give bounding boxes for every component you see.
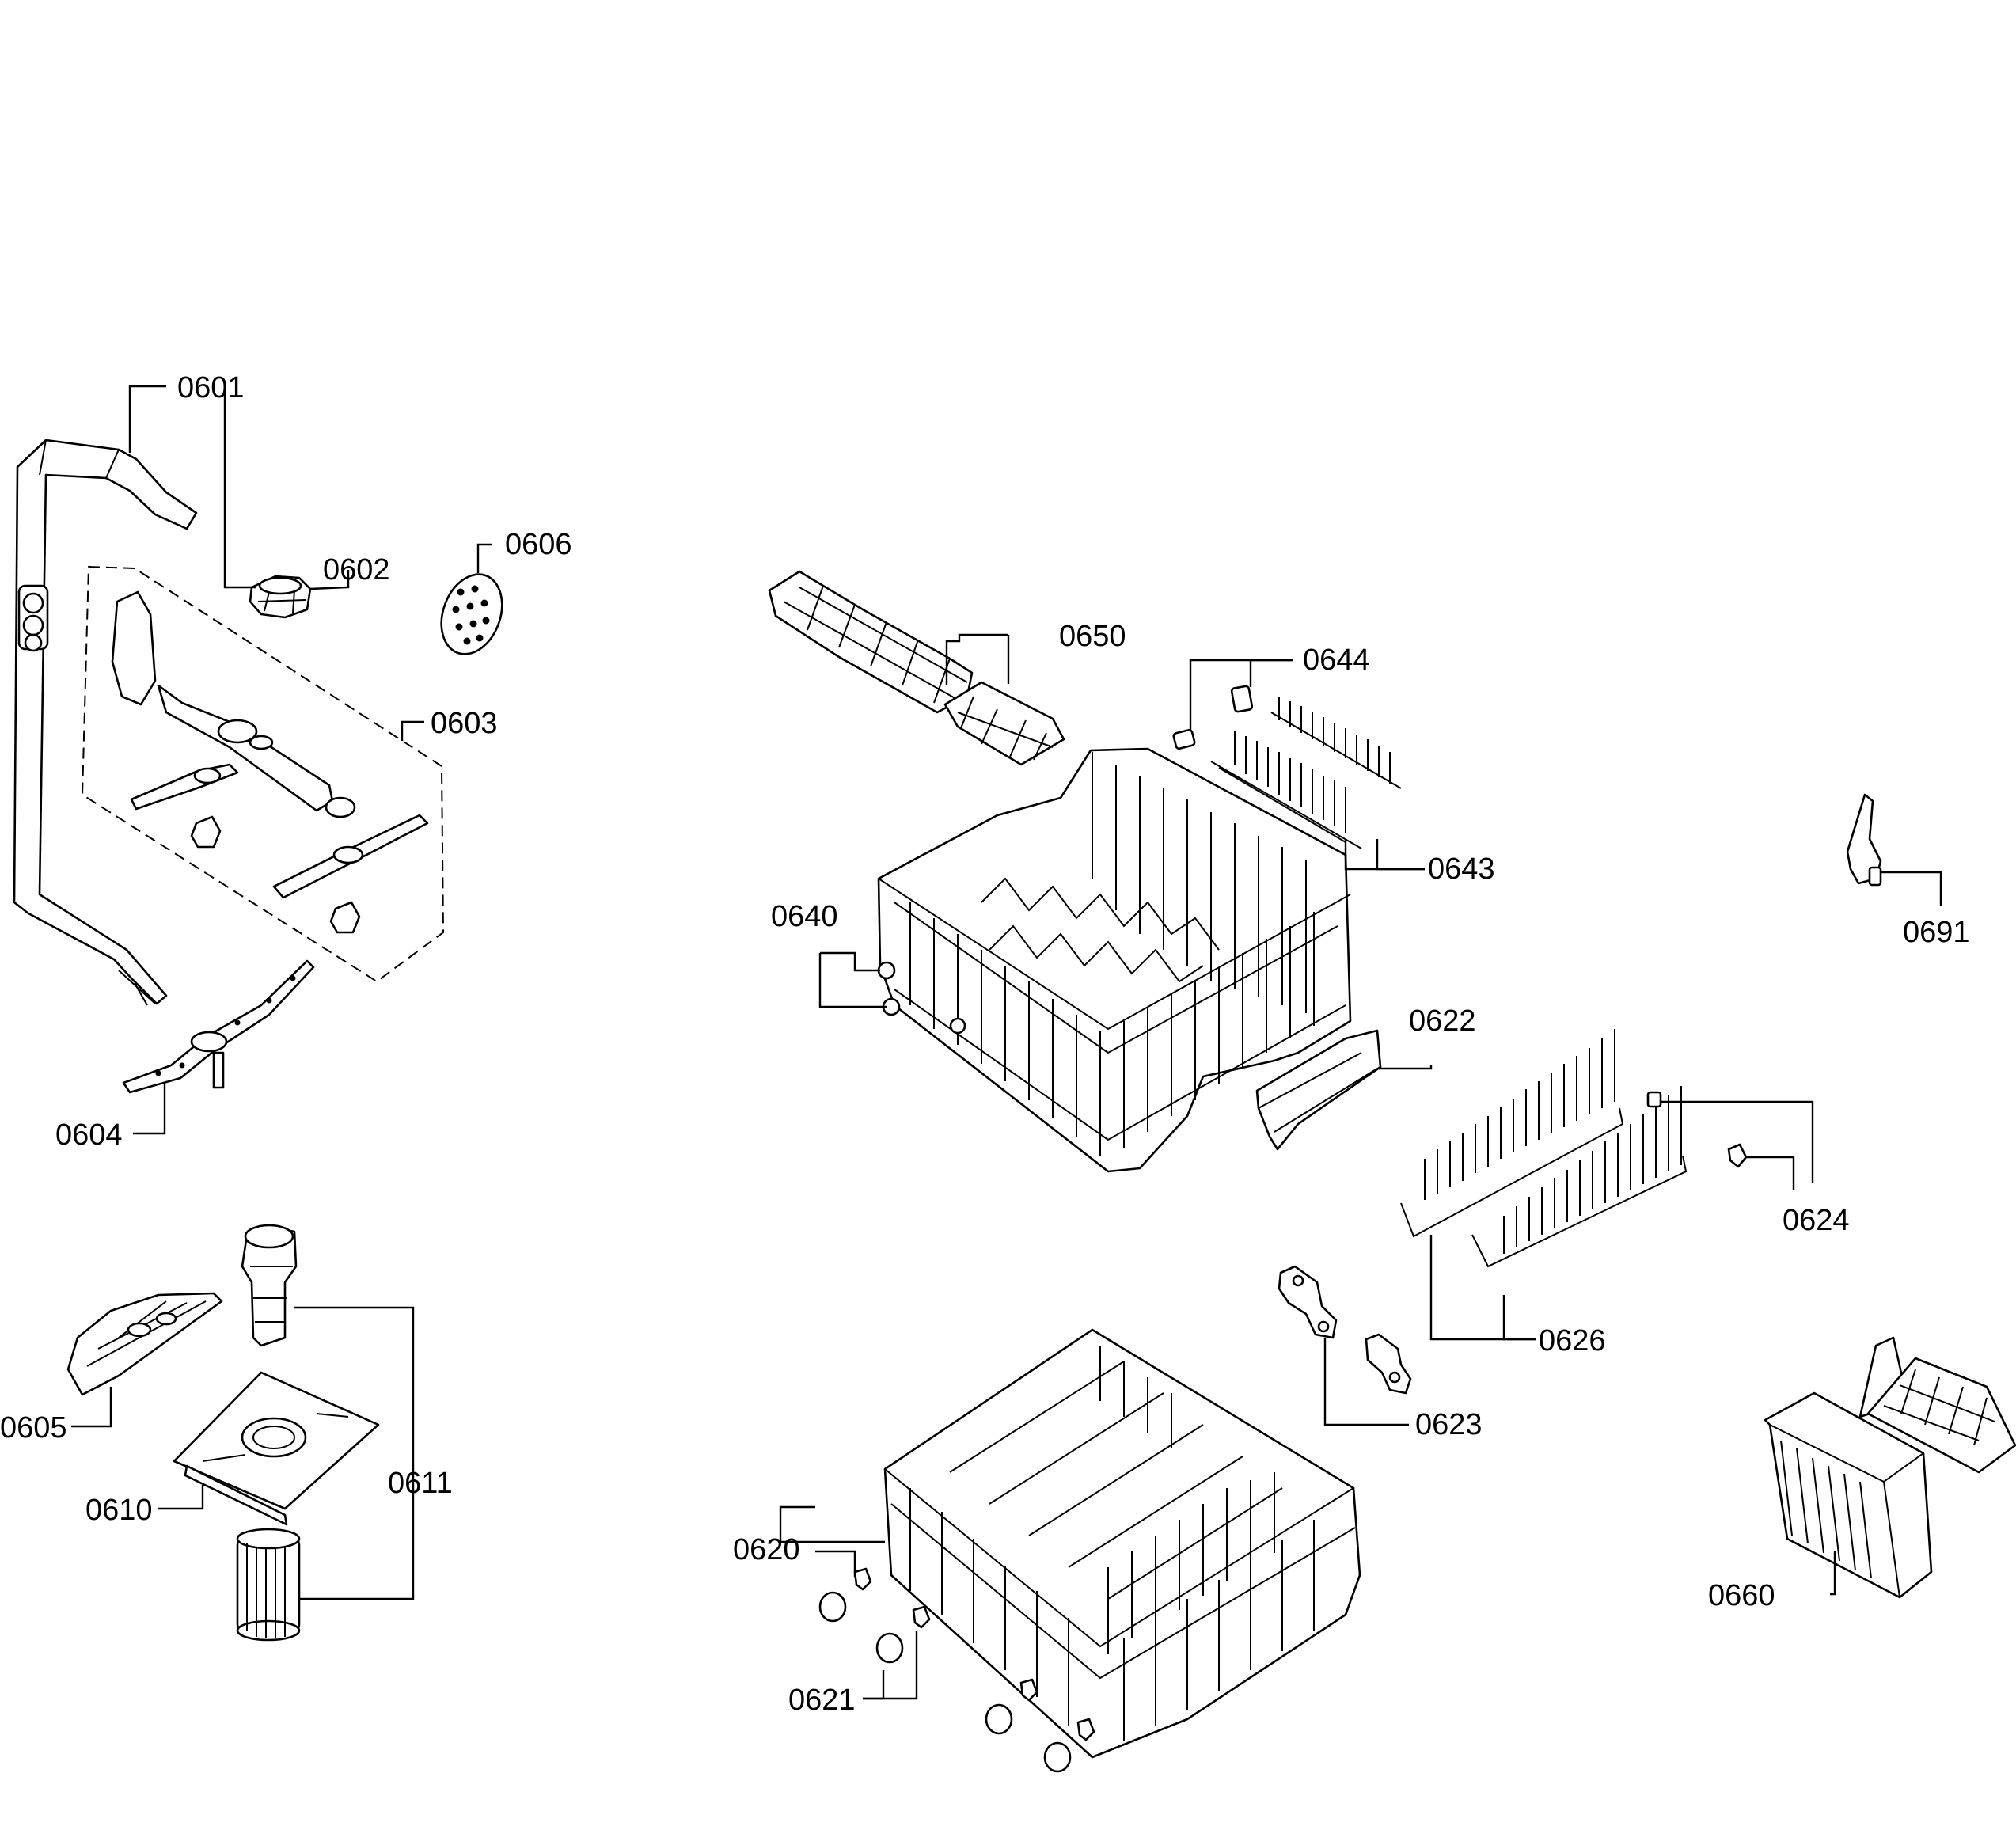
label-0622: 0622 bbox=[1409, 1004, 1476, 1038]
label-0603: 0603 bbox=[431, 707, 498, 740]
filter-cover[interactable] bbox=[66, 1292, 223, 1396]
rack-handle[interactable] bbox=[1255, 1029, 1382, 1151]
label-0605: 0605 bbox=[0, 1411, 67, 1445]
label-0623: 0623 bbox=[1415, 1408, 1483, 1441]
flat-filter[interactable] bbox=[173, 1371, 380, 1526]
tine-row[interactable] bbox=[1400, 1029, 1688, 1268]
label-0626: 0626 bbox=[1539, 1324, 1606, 1357]
label-0606: 0606 bbox=[505, 528, 572, 561]
label-0650: 0650 bbox=[1059, 620, 1126, 653]
cutlery-basket[interactable] bbox=[1764, 1336, 2016, 1599]
label-0691: 0691 bbox=[1903, 916, 1970, 949]
leader-lines bbox=[71, 385, 1942, 1700]
rack-slide[interactable] bbox=[1278, 1265, 1412, 1395]
label-0644: 0644 bbox=[1303, 644, 1370, 677]
label-0620: 0620 bbox=[733, 1533, 800, 1566]
lower-spray-arm[interactable] bbox=[122, 959, 315, 1094]
rack-clip[interactable] bbox=[1172, 685, 1254, 750]
tine-clip[interactable] bbox=[1646, 1091, 1748, 1168]
spray-arm-connector[interactable] bbox=[249, 575, 312, 619]
label-0640: 0640 bbox=[771, 900, 838, 933]
label-0604: 0604 bbox=[55, 1118, 123, 1152]
cup-shelf[interactable] bbox=[768, 570, 1065, 766]
upper-spray-arm-assembly[interactable] bbox=[81, 565, 445, 983]
fold-down-tines[interactable] bbox=[1210, 697, 1402, 849]
rack-wheel[interactable] bbox=[818, 1567, 1095, 1773]
rack-adjuster[interactable] bbox=[1846, 793, 1882, 887]
micro-filter[interactable] bbox=[236, 1528, 301, 1642]
label-0621: 0621 bbox=[788, 1684, 856, 1717]
label-0624: 0624 bbox=[1783, 1204, 1850, 1237]
label-0601: 0601 bbox=[177, 371, 245, 404]
label-0602: 0602 bbox=[323, 553, 390, 587]
label-0660: 0660 bbox=[1708, 1579, 1775, 1612]
water-supply-pipe[interactable] bbox=[13, 439, 198, 1006]
spray-arm-cap[interactable] bbox=[431, 566, 512, 663]
upper-rack[interactable] bbox=[877, 747, 1352, 1173]
label-0611: 0611 bbox=[388, 1467, 453, 1500]
label-0610: 0610 bbox=[85, 1494, 153, 1527]
part-labels: 0601 0602 0606 0603 0604 0605 0610 0611 … bbox=[0, 371, 1970, 1717]
lower-rack[interactable] bbox=[883, 1328, 1361, 1759]
label-0643: 0643 bbox=[1428, 852, 1495, 886]
coarse-filter[interactable] bbox=[241, 1224, 298, 1347]
